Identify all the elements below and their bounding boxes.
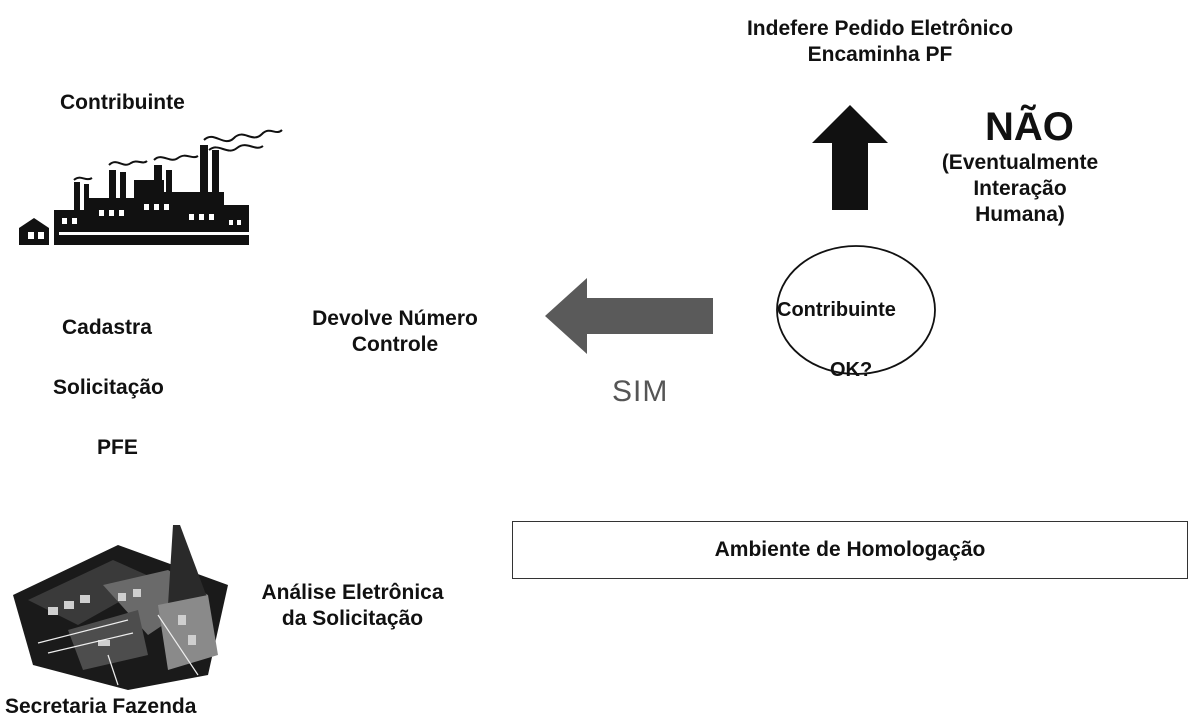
decision-line1: Contribuinte	[777, 299, 896, 321]
analysis-line2: da Solicitação	[281, 607, 424, 630]
environment-box: Ambiente de Homologação	[512, 521, 1188, 579]
office-building-icon	[13, 525, 228, 690]
factory-icon	[19, 129, 283, 245]
taxpayer-step3: PFE	[97, 436, 138, 459]
yes-label: SIM	[612, 375, 669, 408]
no-note: (Eventualmente Interação Humana)	[920, 150, 1120, 228]
top-caption-line1: Indefere Pedido Eletrônico	[746, 17, 1014, 40]
analysis-line1: Análise Eletrônica	[261, 581, 444, 604]
top-caption: Indefere Pedido Eletrônico Encaminha PF	[690, 16, 1070, 68]
analysis-label: Análise Eletrônica da Solicitação	[235, 580, 470, 632]
taxpayer-title: Contribuinte	[60, 91, 185, 114]
taxpayer-step2: Solicitação	[53, 376, 164, 399]
return-step-line2: Controle	[351, 333, 439, 356]
authority-label: Secretaria Fazenda	[5, 695, 197, 718]
left-arrow-icon	[545, 278, 713, 354]
taxpayer-step1: Cadastra	[62, 316, 152, 339]
decision-line2: OK?	[830, 359, 873, 381]
up-arrow-icon	[812, 105, 888, 210]
decision-ellipse	[776, 245, 936, 375]
no-note-line3: Humana)	[975, 203, 1065, 226]
top-caption-line2: Encaminha PF	[807, 43, 953, 66]
return-step: Devolve Número Controle	[280, 306, 510, 358]
no-label: NÃO	[985, 105, 1074, 149]
environment-label: Ambiente de Homologação	[714, 538, 986, 561]
no-note-line2: Interação	[973, 177, 1067, 200]
no-note-line1: (Eventualmente	[941, 151, 1099, 174]
return-step-line1: Devolve Número	[312, 307, 478, 330]
